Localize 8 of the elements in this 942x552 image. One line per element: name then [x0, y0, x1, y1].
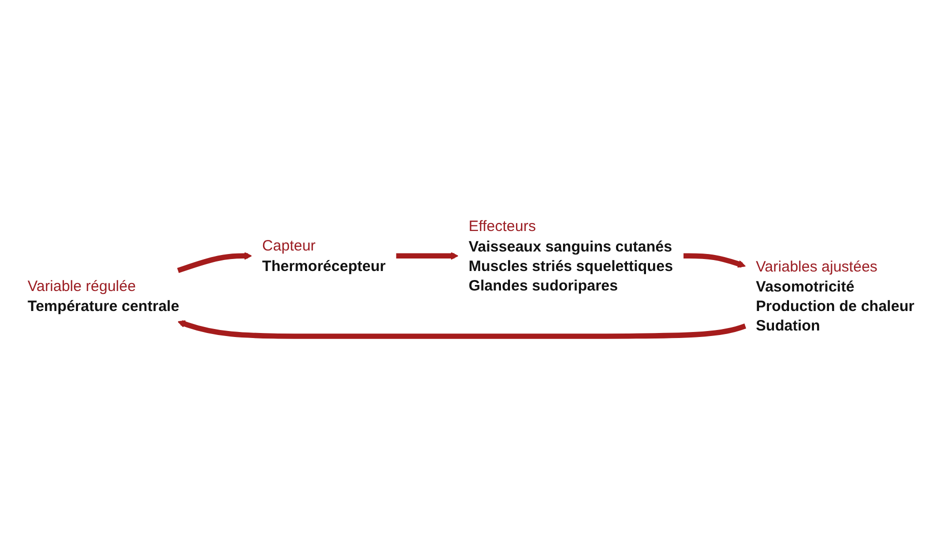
- arrow: [177, 252, 252, 274]
- arrow: [396, 252, 458, 260]
- arrow: [178, 320, 746, 339]
- node-text: Variable régulée Température centrale: [28, 278, 180, 314]
- node-text: Effecteurs Vaisseaux sanguins cutanés Muscles striés squelettiques Glandes sudoripares: [468, 218, 673, 294]
- node-text: Capteur Thermorécepteur: [262, 237, 386, 274]
- arrow: [684, 253, 746, 268]
- node-text: Variables ajustées Vasomotricité Production de chaleur Sudation: [756, 258, 914, 334]
